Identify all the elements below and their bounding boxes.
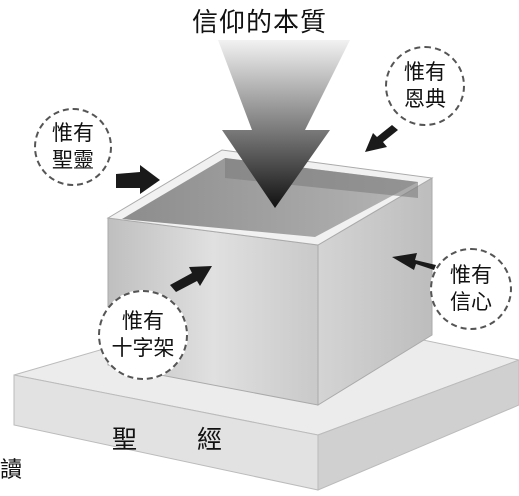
arrow-faith bbox=[392, 253, 436, 270]
arrow-cross bbox=[170, 266, 212, 292]
bubble-line: 惟有 bbox=[52, 121, 94, 145]
essence-arrow bbox=[218, 40, 350, 208]
bubble-holy-spirit: 惟有 聖靈 bbox=[34, 108, 112, 186]
bubble-line: 十字架 bbox=[111, 336, 175, 360]
bubble-grace: 惟有 恩典 bbox=[385, 46, 465, 126]
bible-label: 聖 經 bbox=[112, 425, 248, 454]
bubble-line: 惟有 bbox=[450, 263, 492, 287]
bubble-cross: 惟有 十字架 bbox=[98, 290, 188, 380]
bubble-line: 惟有 bbox=[404, 60, 446, 84]
cut-off-text: 讀 bbox=[0, 458, 23, 483]
arrow-grace bbox=[365, 125, 398, 152]
bubble-faith: 惟有 信心 bbox=[430, 248, 512, 330]
bubble-line: 信心 bbox=[450, 290, 492, 314]
bubble-line: 惟有 bbox=[122, 309, 164, 333]
arrow-holy-spirit bbox=[116, 165, 160, 194]
bubble-line: 恩典 bbox=[404, 87, 446, 111]
diagram-title: 信仰的本質 bbox=[191, 8, 327, 38]
bubble-line: 聖靈 bbox=[52, 148, 94, 172]
